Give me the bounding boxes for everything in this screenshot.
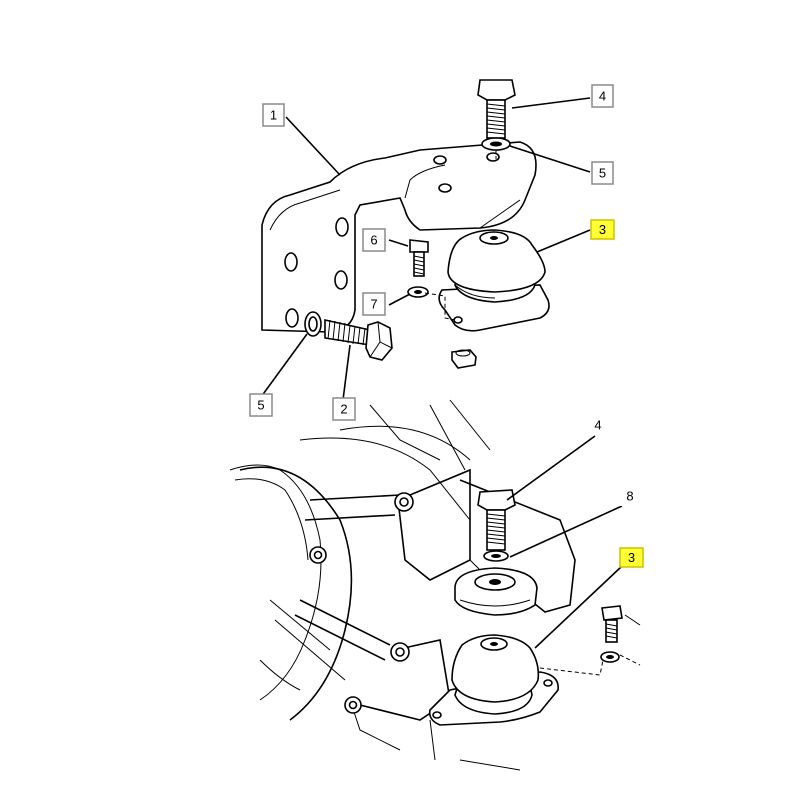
- svg-text:3: 3: [599, 222, 606, 237]
- callout-3-top[interactable]: 3: [590, 219, 615, 240]
- callout-2[interactable]: 2: [332, 397, 356, 421]
- small-bolt-top: [409, 239, 429, 277]
- callout-4-bottom[interactable]: 4: [588, 415, 608, 435]
- top-assembly: 1 4 5 3 6 7 5 2: [249, 79, 615, 421]
- svg-text:7: 7: [370, 297, 377, 312]
- large-bolt-left: [304, 311, 393, 361]
- bottom-assembly: 4 8 3: [229, 399, 644, 771]
- nut-top: [451, 349, 477, 369]
- svg-text:2: 2: [340, 402, 347, 417]
- bolt-bottom: [477, 489, 516, 562]
- svg-text:8: 8: [626, 489, 633, 504]
- svg-text:4: 4: [599, 89, 606, 104]
- mount-cap-bottom: [454, 567, 538, 616]
- svg-text:5: 5: [257, 398, 264, 413]
- svg-text:3: 3: [628, 550, 635, 565]
- callout-7[interactable]: 7: [362, 292, 386, 316]
- callout-5-top-right[interactable]: 5: [591, 161, 614, 185]
- callout-3-bottom[interactable]: 3: [619, 547, 644, 568]
- callout-6[interactable]: 6: [362, 228, 386, 252]
- svg-text:6: 6: [370, 233, 377, 248]
- callout-5-left[interactable]: 5: [249, 393, 273, 417]
- washer-top: [407, 286, 456, 321]
- leader-lines-bottom: [506, 435, 623, 649]
- leader-lines-top: [260, 97, 591, 401]
- bolt-top: [477, 79, 516, 160]
- rubber-mount-top: [438, 229, 550, 332]
- callout-1[interactable]: 1: [262, 103, 285, 127]
- svg-text:4: 4: [594, 418, 601, 433]
- svg-text:5: 5: [599, 166, 606, 181]
- rubber-mount-bottom: [428, 634, 559, 726]
- small-bolt-bottom: [539, 605, 641, 676]
- svg-text:1: 1: [270, 108, 277, 123]
- transmission-housing: [229, 399, 576, 771]
- callout-4-top[interactable]: 4: [591, 84, 614, 108]
- callout-8[interactable]: 8: [620, 486, 640, 506]
